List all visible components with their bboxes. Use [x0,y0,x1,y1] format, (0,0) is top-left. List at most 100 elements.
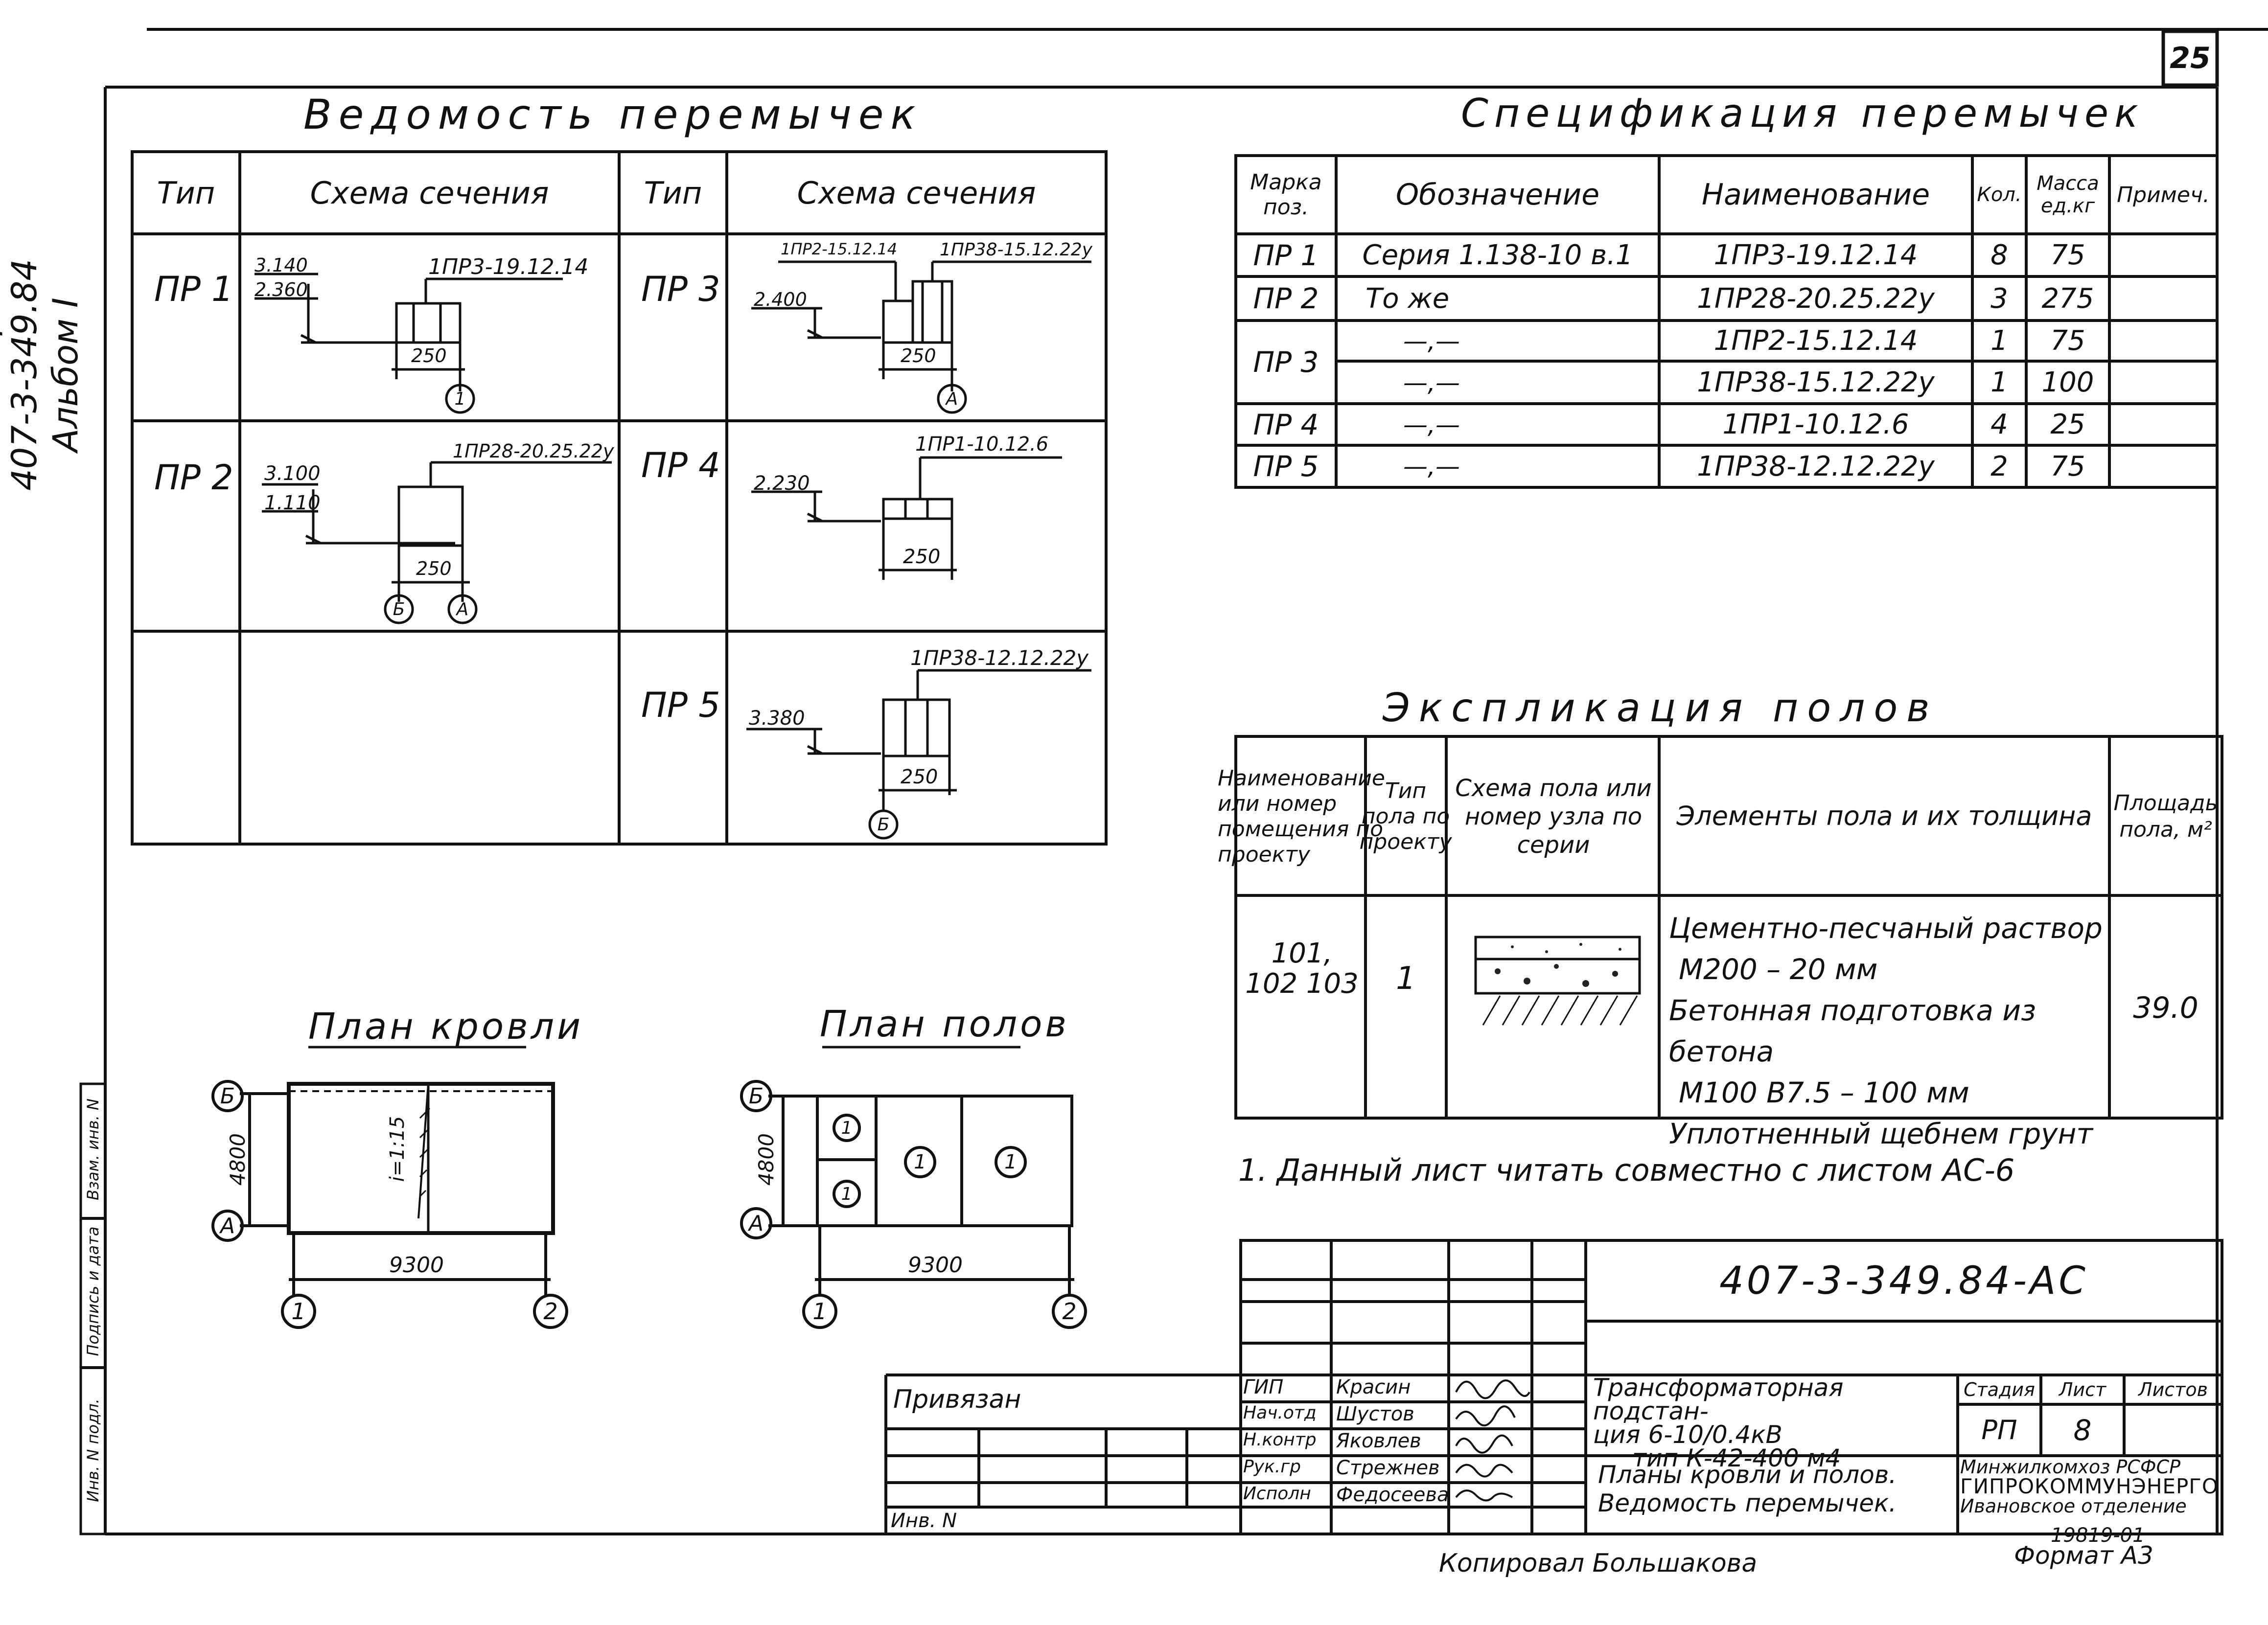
object-title-line: ция 6-10/0.4кВ [1593,1420,1782,1449]
level-mark: 2.400 [754,289,807,310]
organization: Минжилкомхоз РСФСР ГИПРОКОММУНЭНЕРГО Ива… [1960,1457,2222,1516]
axis-label: 1 [291,1298,306,1325]
dimension-label: 250 [416,558,452,579]
spec-cell-qty: 3 [1990,282,2008,315]
floor-explication-title: Экспликация полов [1383,685,1939,731]
spec-header-mark: Марка поз. [1250,170,1322,220]
floor-element-line: Бетонная подготовка из бетона [1669,994,2036,1068]
role-label: Нач.отд [1243,1403,1317,1423]
lintel-header-type-2: Тип [644,175,702,211]
roof-dim-horizontal: 9300 [389,1253,444,1278]
floor-element-line: Уплотненный щебнем грунт [1669,1117,2093,1150]
lintel-mark: 1ПР28-20.25.22у [453,440,614,462]
axis-label: А [456,599,469,619]
floor-cell-type: 1 [1396,961,1416,997]
level-mark: 3.380 [749,707,805,730]
floor-header-elements: Элементы пола и их толщина [1676,801,2092,831]
copied-by: Копировал Большакова [1439,1549,1758,1578]
axis-label: Б [877,814,890,835]
page-number: 25 [2170,41,2211,75]
lintel-schedule-title: Ведомость перемычек [303,91,923,138]
organization-ministry: Минжилкомхоз РСФСР [1960,1456,2181,1478]
level-mark: 1.110 [264,492,321,514]
person-name: Федосеева [1336,1484,1449,1506]
spec-cell-designation: —‚— [1403,326,1460,355]
specification-title: Спецификация перемычек [1461,91,2144,136]
spec-cell-mass: 75 [2050,239,2085,271]
level-mark: 3.140 [255,254,308,276]
floor-element-line: Цементно-песчаный раствор [1669,912,2103,945]
spec-cell-name: 1ПР1-10.12.6 [1722,409,1909,440]
role-label: Н.контр [1243,1430,1317,1450]
lintel-type: ПР 4 [641,445,720,485]
lintel-type: ПР 5 [641,685,720,725]
floor-header-type: Тип пола по проекту [1359,778,1452,854]
lintel-mark: 1ПР3-19.12.14 [428,254,589,279]
room-floor-type-mark: 1 [1004,1151,1017,1173]
spec-header-note: Примеч. [2117,182,2210,207]
spec-cell-qty: 1 [1990,325,2008,357]
object-title-line: Трансформаторная подстан- [1593,1373,1844,1425]
spec-cell-mass: 25 [2050,409,2085,440]
spec-cell-designation: То же [1365,282,1450,315]
spec-header-designation: Обозначение [1395,178,1600,212]
role-label: Исполн [1243,1484,1311,1504]
sheet-title: Планы кровли и полов. Ведомость перемыче… [1598,1461,1950,1517]
person-name: Красин [1336,1376,1411,1398]
floor-cell-rooms: 101, 102 103 [1245,938,1359,1000]
stage-value: РП [1981,1415,2017,1445]
axis-label: Б [220,1083,235,1109]
room-floor-type-mark: 1 [914,1151,926,1173]
spec-cell-qty: 8 [1990,239,2008,271]
organization-name: ГИПРОКОММУНЭНЕРГО [1960,1474,2219,1498]
dimension-label: 250 [903,546,941,568]
spec-header-name: Наименование [1701,178,1930,212]
inventory-label: Инв. N [891,1510,957,1532]
level-mark: 2.230 [754,472,810,495]
floor-element-line: М100 В7.5 – 100 мм [1679,1076,1969,1109]
stage-label: Стадия [1964,1379,2035,1400]
spec-cell-mark: ПР 5 [1253,450,1319,483]
floor-header-scheme: Схема пола или номер узла по серии [1455,775,1652,859]
floor-dim-horizontal: 9300 [908,1253,963,1278]
dimension-label: 250 [411,345,447,366]
spec-cell-designation: —‚— [1403,452,1460,481]
spec-cell-designation: Серия 1.138-10 в.1 [1362,239,1633,271]
spec-cell-designation: —‚— [1403,368,1460,397]
lintel-type: ПР 1 [154,269,233,309]
lintel-header-type-1: Тип [157,175,215,211]
axis-label: А [220,1213,235,1238]
floor-cell-area: 39.0 [2133,991,2199,1025]
person-name: Стрежнев [1336,1457,1440,1479]
spec-cell-name: 1ПР2-15.12.14 [1713,325,1918,357]
lintel-mark: 1ПР2-15.12.14 [781,240,898,258]
axis-label: 1 [812,1298,827,1325]
floor-plan-title: План полов [820,1003,1070,1045]
spec-cell-mass: 100 [2041,366,2094,398]
lintel-mark: 1ПР1-10.12.6 [915,433,1049,456]
roof-plan-title: План кровли [308,1006,584,1048]
person-name: Шустов [1336,1403,1414,1425]
sheet-note: 1. Данный лист читать совместно с листом… [1238,1152,2015,1188]
lintel-mark: 1ПР38-12.12.22у [910,646,1089,670]
lintel-type: ПР 2 [154,458,233,498]
sheet-title-line: Ведомость перемычек. [1598,1489,1897,1517]
dimension-label: 250 [901,766,938,788]
lintel-header-scheme-2: Схема сечения [797,175,1036,211]
sheet-label: Лист [2059,1379,2106,1400]
sheets-label: Листов [2138,1379,2208,1400]
person-name: Яковлев [1336,1430,1421,1452]
sheet-title-line: Планы кровли и полов. [1598,1461,1897,1489]
spec-cell-qty: 2 [1990,450,2008,482]
axis-label: 1 [454,389,466,409]
role-label: ГИП [1243,1376,1284,1398]
sheet-value: 8 [2073,1413,2092,1447]
spec-cell-name: 1ПР28-20.25.22у [1697,282,1935,315]
role-label: Рук.гр [1243,1457,1301,1477]
spec-cell-mark: ПР 1 [1253,238,1319,272]
axis-label: А [946,389,958,409]
spec-cell-mark: ПР 2 [1253,282,1319,315]
spec-cell-mark: ПР 4 [1253,408,1319,441]
spec-header-mass: Масса ед.кг [2037,172,2099,217]
